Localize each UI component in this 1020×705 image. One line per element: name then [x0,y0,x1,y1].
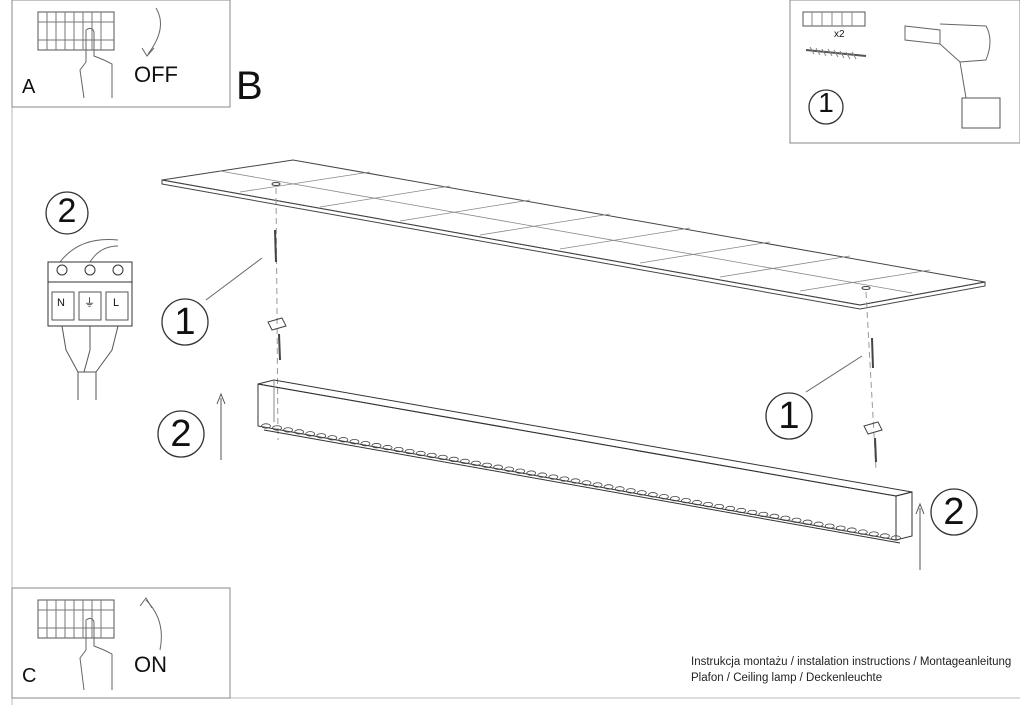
led-cell [658,494,669,500]
led-cell [625,488,636,494]
led-cell [448,456,459,463]
led-cell [592,482,603,488]
led-cell [603,484,614,490]
led-cell [880,533,890,539]
led-cell [824,523,835,529]
panel-a-frame [11,0,231,108]
led-cell [404,448,415,455]
panel-c-frame [11,587,231,699]
led-cell [835,525,846,531]
panel-c-on-label: ON [134,652,167,677]
led-cell [570,478,581,484]
led-cell [703,501,714,508]
wiring-step-number: 2 [57,192,77,230]
led-cell [769,513,780,519]
led-cell [891,535,901,541]
ceiling-plate [161,159,986,310]
led-cell [360,441,371,447]
led-cell [581,480,592,486]
led-cell [647,492,658,498]
led-cell [482,462,492,468]
right-mount-step-number: 1 [778,395,800,437]
led-cell [305,431,316,437]
led-cell [493,464,504,470]
led-cell [548,474,559,480]
led-cell [261,423,271,429]
right-lift-step-number: 2 [943,491,965,533]
led-cell [460,458,470,464]
led-cell [338,437,349,443]
led-cell [692,500,702,506]
led-cell [758,511,769,518]
terminal-earth-label: ⏚ [84,297,95,309]
terminal-block [47,238,133,400]
step-circles [45,89,978,536]
led-cell [537,472,548,478]
tools-step-number: 1 [818,87,834,118]
panel-c-letter: C [22,665,37,687]
led-cell [791,517,802,523]
mounting-hardware [205,187,883,471]
led-cell [802,519,813,525]
led-cell [515,468,526,474]
led-cell [327,435,338,441]
anchor-quantity-label: x2 [834,29,845,40]
led-cell [316,433,327,439]
led-cell [471,460,481,466]
led-cell [371,443,382,449]
led-cell [559,476,570,482]
terminal-l-label: L [113,297,120,309]
led-cell [681,498,691,504]
led-cell [780,515,791,521]
led-cell [747,509,758,516]
terminal-n-label: N [57,297,65,309]
led-cell [272,425,282,431]
led-cell [736,507,747,514]
panel-a-off-label: OFF [134,62,178,87]
led-cell [437,454,448,461]
product-caption: Plafon / Ceiling lamp / Deckenleuchte [691,672,883,684]
led-cell [426,452,437,459]
led-cell [846,527,857,533]
led-cell [283,427,294,433]
led-cell [614,486,625,492]
led-cell [526,470,537,476]
instructions-caption: Instrukcja montażu / instalation instruc… [691,656,1012,668]
lamp-body [257,379,913,544]
led-cell [415,450,426,457]
tools-frame [789,0,1020,144]
led-cell [857,529,868,535]
led-cell [670,496,680,502]
led-cell [349,439,360,445]
led-cell [636,490,647,496]
led-cell [294,429,305,435]
led-cell [813,521,824,527]
left-lift-step-number: 2 [170,413,192,455]
led-cell [868,531,879,537]
panel-a-letter: A [22,76,36,98]
led-cell [504,466,515,472]
lift-arrows [216,392,925,570]
led-cell [393,446,404,453]
led-cell [382,445,393,451]
led-cell [725,505,736,512]
panel-b-letter: B [236,64,263,108]
left-mount-step-number: 1 [174,301,196,343]
led-cell [714,503,725,510]
